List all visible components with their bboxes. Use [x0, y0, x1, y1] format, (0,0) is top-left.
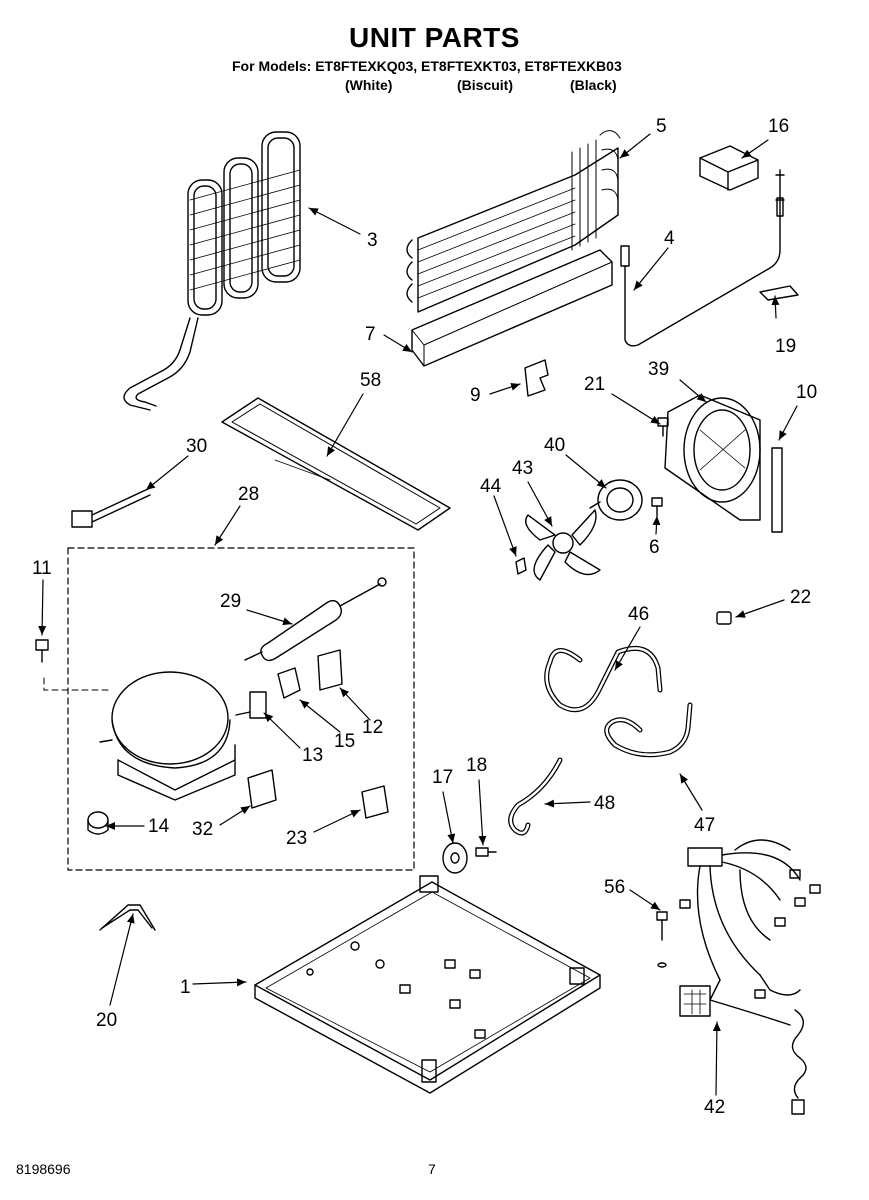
- callout-42: 42: [704, 1097, 725, 1118]
- callout-13: 13: [302, 745, 323, 766]
- callout-18: 18: [466, 755, 487, 776]
- callout-48: 48: [594, 793, 615, 814]
- leader-arrows: [38, 133, 798, 1096]
- callout-20: 20: [96, 1010, 117, 1031]
- grommet-22: [716, 611, 732, 625]
- compressor-group: [67, 547, 415, 871]
- callout-3: 3: [367, 230, 378, 251]
- callout-39: 39: [648, 359, 669, 380]
- callout-30: 30: [186, 436, 207, 457]
- callout-43: 43: [512, 458, 533, 479]
- callout-1: 1: [180, 977, 191, 998]
- thermistor: [620, 169, 785, 347]
- document-number: 8198696: [16, 1161, 71, 1177]
- grommet: [87, 811, 109, 835]
- callout-32: 32: [192, 819, 213, 840]
- page-title: UNIT PARTS: [349, 22, 520, 53]
- gasket-strip: [771, 447, 783, 533]
- finish-white: (White): [345, 77, 393, 93]
- callout-11: 11: [32, 558, 52, 579]
- finish-black: (Black): [570, 77, 617, 93]
- compressor: [99, 671, 251, 801]
- overload: [277, 667, 301, 699]
- thermistor-clip: [759, 285, 799, 301]
- capacitor: [247, 769, 277, 809]
- start-device: [317, 649, 343, 691]
- fan-shroud: [664, 394, 761, 521]
- callout-23: 23: [286, 828, 307, 849]
- callout-10: 10: [796, 382, 817, 403]
- tube-48: [508, 757, 563, 836]
- models-line: For Models: ET8FTEXKQ03, ET8FTEXKT03, ET…: [232, 58, 622, 74]
- cord-plug: [71, 487, 151, 528]
- callout-16: 16: [768, 116, 789, 137]
- callout-58: 58: [360, 370, 381, 391]
- callout-46: 46: [628, 604, 649, 625]
- callout-47: 47: [694, 815, 715, 836]
- condenser-coil: [123, 131, 301, 411]
- evaporator-coil: [406, 130, 621, 313]
- harness-screw: [656, 911, 668, 968]
- callout-5: 5: [656, 116, 667, 137]
- roller-bolt: [475, 847, 497, 857]
- drain-trough: [411, 249, 613, 367]
- relay: [249, 691, 267, 719]
- callout-19: 19: [775, 336, 796, 357]
- callout-22: 22: [790, 587, 811, 608]
- callout-labels: 3 5 16 4 7 19 9 58 21 39 10 30 40 43 44 …: [32, 116, 817, 1118]
- tube-47: [604, 702, 693, 758]
- callout-56: 56: [604, 877, 625, 898]
- callout-7: 7: [365, 324, 376, 345]
- base-plate: [254, 875, 601, 1094]
- callout-9: 9: [470, 385, 481, 406]
- callout-21: 21: [584, 374, 605, 395]
- wire-harness: [679, 839, 821, 1115]
- callout-14: 14: [148, 816, 170, 837]
- motor-screw: [651, 497, 663, 517]
- fan-motor: [589, 479, 643, 521]
- drain-pan: [221, 397, 451, 531]
- mount-screw: [35, 639, 113, 691]
- fan-clip: [515, 557, 527, 575]
- callout-6: 6: [649, 537, 660, 558]
- terminal-block: [361, 785, 389, 819]
- callout-28: 28: [238, 484, 259, 505]
- fan-blade: [525, 509, 601, 581]
- callout-29: 29: [220, 591, 241, 612]
- roller: [442, 842, 468, 874]
- callout-17: 17: [432, 767, 453, 788]
- filter-drier: [244, 577, 387, 662]
- callout-40: 40: [544, 435, 565, 456]
- callout-44: 44: [480, 476, 502, 497]
- page-number: 7: [428, 1161, 436, 1177]
- spring-clip: [99, 904, 156, 931]
- callout-12: 12: [362, 717, 383, 738]
- tube-46: [544, 646, 663, 713]
- callout-15: 15: [334, 731, 355, 752]
- finish-biscuit: (Biscuit): [457, 77, 513, 93]
- bracket: [524, 359, 549, 397]
- callout-4: 4: [664, 228, 675, 249]
